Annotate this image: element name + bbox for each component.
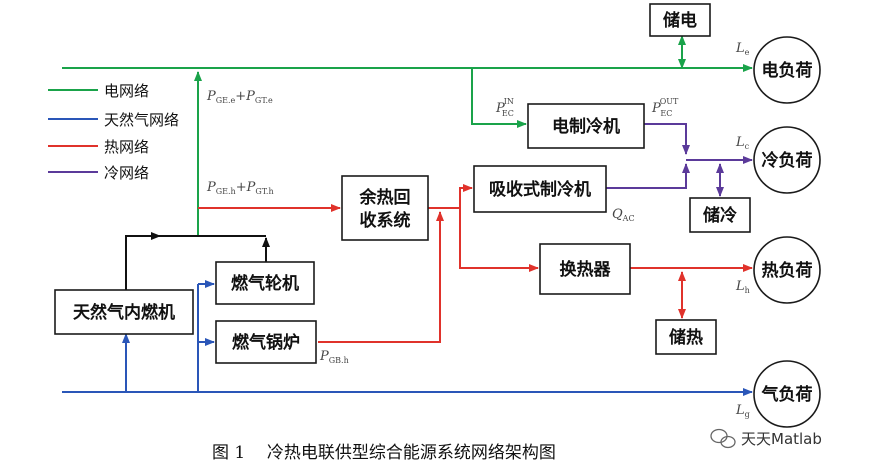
chiller-cold-line (644, 123, 690, 155)
label-p-gb-h: PGB.h (319, 349, 349, 365)
heat-to-exchanger-line (459, 208, 539, 272)
node-storage-heat: 储热 (655, 319, 717, 355)
watermark-text: 天天Matlab (741, 430, 822, 448)
svg-text:换热器: 换热器 (560, 259, 612, 280)
label-l-c: Lc (735, 135, 750, 151)
legend-label-gas: 天然气网络 (104, 111, 179, 129)
legend: 电网络 天然气网络 热网络 冷网络 (48, 82, 179, 182)
heat-network (198, 184, 753, 343)
svg-text:储电: 储电 (663, 10, 697, 31)
node-electric-chiller: 电制冷机 (527, 103, 645, 149)
node-storage-cold: 储冷 (689, 197, 751, 233)
svg-text:天然气内燃机: 天然气内燃机 (73, 302, 175, 323)
gas-network (62, 280, 753, 396)
figure-caption: 图 1 冷热电联供型综合能源系统网络架构图 (212, 443, 556, 463)
svg-text:冷负荷: 冷负荷 (762, 150, 813, 171)
load-cold: 冷负荷 (753, 126, 821, 194)
wechat-icon (710, 428, 736, 449)
label-p-ge-gt-e: PGE.e+PGT.e (206, 89, 273, 105)
label-l-g: Lg (735, 403, 750, 419)
svg-text:储热: 储热 (669, 327, 703, 348)
svg-text:燃气轮机: 燃气轮机 (231, 273, 299, 294)
svg-text:吸收式制冷机: 吸收式制冷机 (489, 179, 591, 200)
svg-text:气负荷: 气负荷 (761, 384, 813, 405)
generator-connectors (125, 232, 270, 290)
heat-to-absorption-line (459, 184, 473, 208)
svg-text:热负荷: 热负荷 (762, 260, 813, 281)
svg-text:收系统: 收系统 (360, 210, 411, 231)
svg-text:余热回: 余热回 (359, 187, 411, 208)
node-storage-electric: 储电 (649, 3, 711, 37)
label-l-e: Le (735, 41, 750, 57)
label-q-ac: QAC (612, 207, 635, 223)
watermark: 天天Matlab (710, 428, 822, 449)
svg-text:燃气锅炉: 燃气锅炉 (232, 332, 300, 353)
legend-label-heat: 热网络 (104, 138, 149, 156)
svg-text:电负荷: 电负荷 (762, 60, 813, 81)
absorption-cold-line (606, 163, 690, 189)
engine-output-line (125, 232, 161, 290)
label-p-ge-gt-h: PGE.h+PGT.h (206, 180, 274, 196)
load-gas: 气负荷 (753, 360, 821, 428)
node-waste-heat-recovery: 余热回 收系统 (341, 175, 429, 241)
svg-text:储冷: 储冷 (703, 205, 737, 226)
cold-network (606, 123, 753, 197)
load-electric: 电负荷 (753, 36, 821, 104)
load-heat: 热负荷 (753, 236, 821, 304)
electric-to-chiller-line (471, 68, 527, 128)
label-l-h: Lh (735, 279, 750, 295)
node-gas-boiler: 燃气锅炉 (215, 320, 317, 364)
boiler-heat-line (318, 211, 444, 343)
node-absorption-chiller: 吸收式制冷机 (473, 165, 607, 213)
node-gas-engine: 天然气内燃机 (54, 289, 194, 335)
node-gas-turbine: 燃气轮机 (215, 261, 315, 305)
legend-label-electric: 电网络 (104, 82, 149, 100)
svg-text:电制冷机: 电制冷机 (552, 116, 620, 137)
node-heat-exchanger: 换热器 (539, 243, 631, 295)
legend-label-cold: 冷网络 (104, 164, 149, 182)
